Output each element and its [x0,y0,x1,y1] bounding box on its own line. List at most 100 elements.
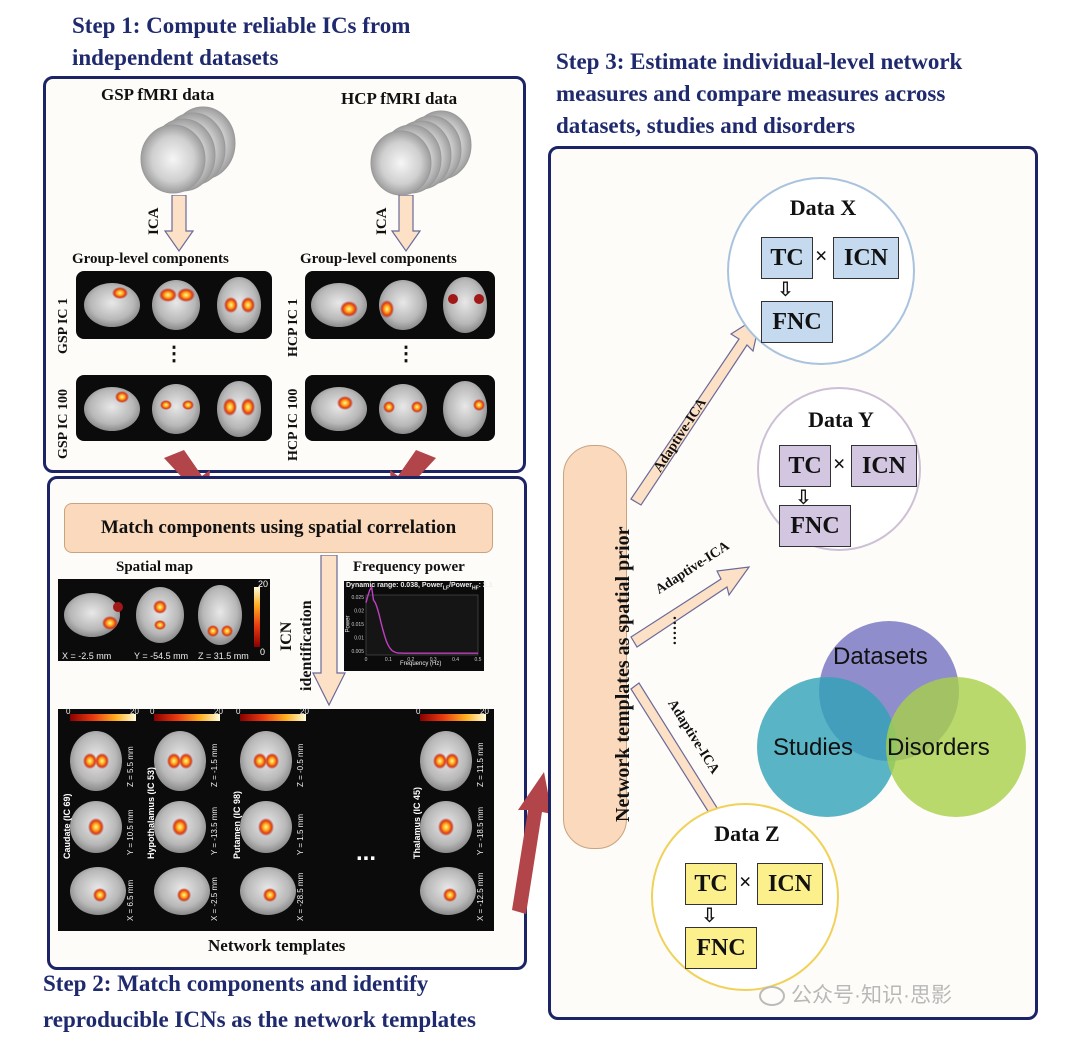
step1-panel: GSP fMRI data ICA Group-level components… [43,76,526,473]
step1-title-line2: independent datasets [72,45,279,70]
gsp-ic1-maps [76,271,272,339]
data-circle: Data X TC×ICN ⇩FNC [727,177,915,365]
venn-disorders-circle [886,677,1026,817]
frequency-xtick: 0.1 [385,657,392,663]
gsp-ic100-maps [76,375,272,441]
step3-title-line3: datasets, studies and disorders [556,113,856,138]
data-title: Data Z [714,821,780,846]
down-arrow-icon: ⇩ [795,485,812,509]
frequency-xlabel: Frequency (Hz) [400,661,442,667]
icn-label: ICN [278,621,295,651]
fnc-box: FNC [761,301,833,343]
template-x-coord: X = 6.5 mm [126,879,135,921]
icn-box: ICN [851,445,917,487]
template-name: Thalamus (IC 45) [412,786,422,859]
template-cbar-max: 20 [130,707,139,716]
adaptive-arrow-to-y [630,566,751,648]
frequency-ytick: 0.02 [354,609,364,615]
tc-box: TC [761,237,813,279]
template-cbar-max: 20 [214,707,223,716]
gsp-ic100-label: GSP IC 100 [56,388,71,459]
gsp-ica-label: ICA [146,207,162,235]
icn-identification-arrow [312,555,346,707]
gsp-group-label: Group-level components [72,251,229,267]
icn-box: ICN [757,863,823,905]
network-templates-label: Network templates [208,936,346,955]
data-title: Data X [789,195,857,220]
hcp-volume-stack [370,110,472,196]
template-x-coord: X = -28.5 mm [296,872,305,921]
template-x-coord: X = -2.5 mm [210,877,219,921]
times-symbol: × [739,869,752,894]
step2-title-line2: reproducible ICNs as the network templat… [43,1007,476,1032]
frequency-ytick: 0.015 [351,622,364,628]
frequency-power-label: Frequency power [353,559,465,575]
icn-box: ICN [833,237,899,279]
times-symbol: × [833,451,846,476]
spatial-cbar-max: 20 [258,579,269,589]
template-y-coord: Y = -13.5 mm [210,806,219,855]
more-datasets-dots: ...... [663,615,680,645]
network-templates-panel: 0 20 Z = 5.5 mm Y = 10.5 mm X = 6.5 mm Caudat… [58,707,494,931]
down-arrow-icon: ⇩ [701,903,718,927]
step2-title-line1: Step 2: Match components and identify [43,971,429,996]
template-y-coord: Y = 1.5 mm [296,814,305,855]
fnc-box: FNC [779,505,851,547]
watermark: 公众号·知识·思影 [759,979,952,1009]
step1-title-line1: Step 1: Compute reliable ICs from [72,13,411,38]
watermark-text: 公众号·知识·思影 [791,984,952,1007]
template-name: Caudate (IC 69) [62,793,72,859]
template-cbar-min: 0 [416,707,421,716]
tc-box: TC [685,863,737,905]
step3-title: Step 3: Estimate individual-level networ… [556,46,962,142]
template-z-coord: Z = 5.5 mm [126,746,135,787]
adaptive-ica-arrows [630,313,762,861]
hcp-ic1-label: HCP IC 1 [286,298,301,357]
fnc-box: FNC [685,927,757,969]
identification-label: identification [298,600,315,691]
venn-datasets-label: Datasets [833,643,928,670]
hcp-group-label: Group-level components [300,251,457,267]
template-name: Putamen (IC 98) [232,790,242,859]
hcp-ic100-maps [305,375,495,441]
hcp-vertical-ellipsis: ⋮ [396,343,416,365]
template-z-coord: Z = -1.5 mm [210,743,219,787]
venn-studies-label: Studies [773,734,854,761]
frequency-ytick: 0.025 [351,595,364,601]
times-symbol: × [815,243,828,268]
template-y-coord: Y = 10.5 mm [126,809,135,855]
match-components-box: Match components using spatial correlati… [64,503,493,553]
frequency-plot-title: Dynamic range: 0.038, PowerLF/PowerHF: 2… [346,582,493,592]
frequency-ytick: 0.01 [354,636,364,642]
data-title: Data Y [808,407,874,432]
gsp-ica-arrow [164,195,194,253]
frequency-ylabel: Power [345,615,352,633]
template-z-coord: Z = -0.5 mm [296,743,305,787]
down-arrow-icon: ⇩ [777,277,794,301]
step3-title-line1: Step 3: Estimate individual-level networ… [556,49,963,74]
frequency-xtick: 0.3 [430,657,437,663]
spatial-map-panel: 20 0 X = -2.5 mm Y = -54.5 mm Z = 31.5 m… [58,579,270,661]
frequency-xtick: 0.2 [407,657,414,663]
spatial-z-coord: Z = 31.5 mm [198,651,249,661]
step3-panel: Network templates as spatial prior Adapt… [548,146,1038,1020]
spatial-cbar-min: 0 [260,647,266,657]
step2-panel: Match components using spatial correlati… [47,476,527,970]
venn-diagram [757,621,1026,817]
template-cbar-min: 0 [150,707,155,716]
gsp-data-label: GSP fMRI data [101,85,215,104]
template-y-coord: Y = -18.5 mm [476,806,485,855]
venn-disorders-label: Disorders [887,734,990,761]
hcp-data-label: HCP fMRI data [341,89,458,108]
templates-ellipsis: ... [356,839,377,866]
gsp-ic1-label: GSP IC 1 [56,297,71,354]
spatial-y-coord: Y = -54.5 mm [134,651,189,661]
spatial-x-coord: X = -2.5 mm [62,651,112,661]
template-z-coord: Z = 11.5 mm [476,742,485,787]
step1-title: Step 1: Compute reliable ICs from indepe… [72,10,410,74]
